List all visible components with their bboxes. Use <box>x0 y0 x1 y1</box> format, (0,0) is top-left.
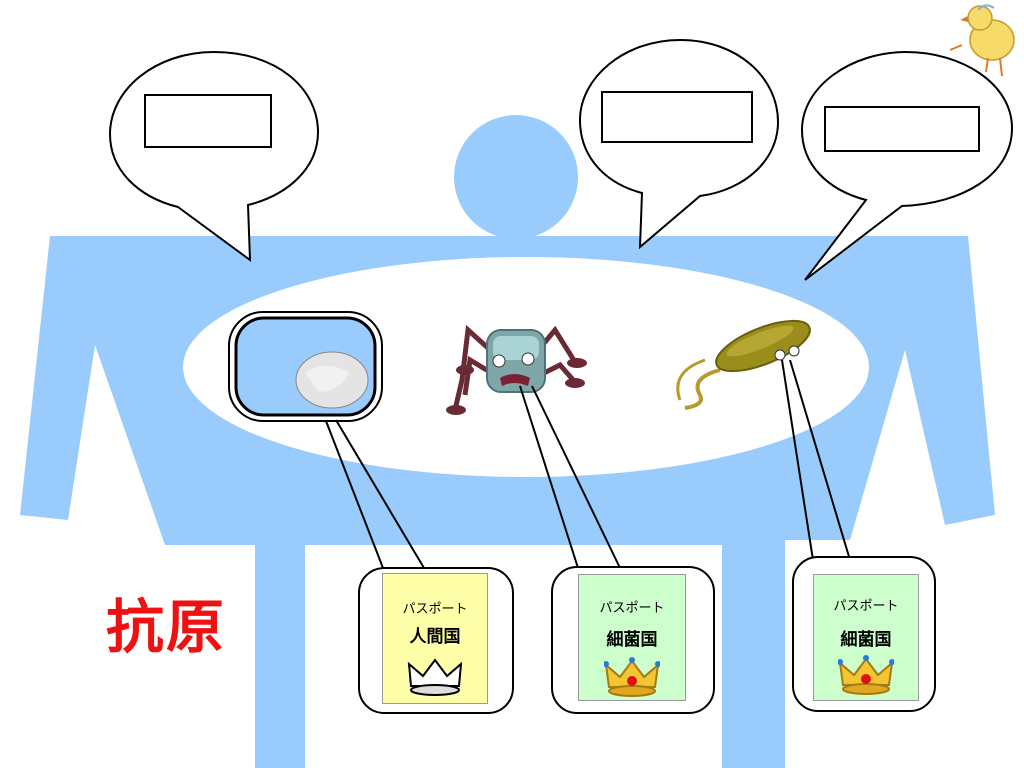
passport-label: パスポート <box>402 602 468 617</box>
page-title: 抗原 <box>106 593 227 661</box>
cell-icon <box>228 311 383 422</box>
passport-card-human: パスポート 人間国 <box>358 567 514 714</box>
passport-card-bacteria-1: パスポート 細菌国 <box>551 566 715 714</box>
passport-country: 細菌国 <box>606 630 658 650</box>
passport: パスポート 細菌国 <box>813 574 919 701</box>
speech-bubble-box <box>824 106 980 152</box>
passport-label: パスポート <box>599 601 665 616</box>
virus-icon <box>446 324 587 415</box>
passport-card-bacteria-2: パスポート 細菌国 <box>792 556 936 712</box>
passport: パスポート 細菌国 <box>578 574 686 701</box>
connector-lines <box>325 359 851 569</box>
bacterium-icon <box>676 319 811 410</box>
speech-bubble-right <box>800 50 1014 281</box>
chick-icon <box>949 4 1015 77</box>
speech-bubble-box <box>601 91 753 143</box>
speech-bubble-left <box>108 50 320 263</box>
passport-country: 細菌国 <box>840 630 892 650</box>
passport: パスポート 人間国 <box>382 573 488 704</box>
speech-bubble-box <box>144 94 272 148</box>
passport-label: パスポート <box>833 599 899 614</box>
passport-country: 人間国 <box>409 627 461 647</box>
jeweled-crown-icon <box>604 657 660 697</box>
plain-crown-icon <box>407 658 463 696</box>
jeweled-crown-icon <box>838 655 894 695</box>
speech-bubble-middle <box>578 38 780 250</box>
